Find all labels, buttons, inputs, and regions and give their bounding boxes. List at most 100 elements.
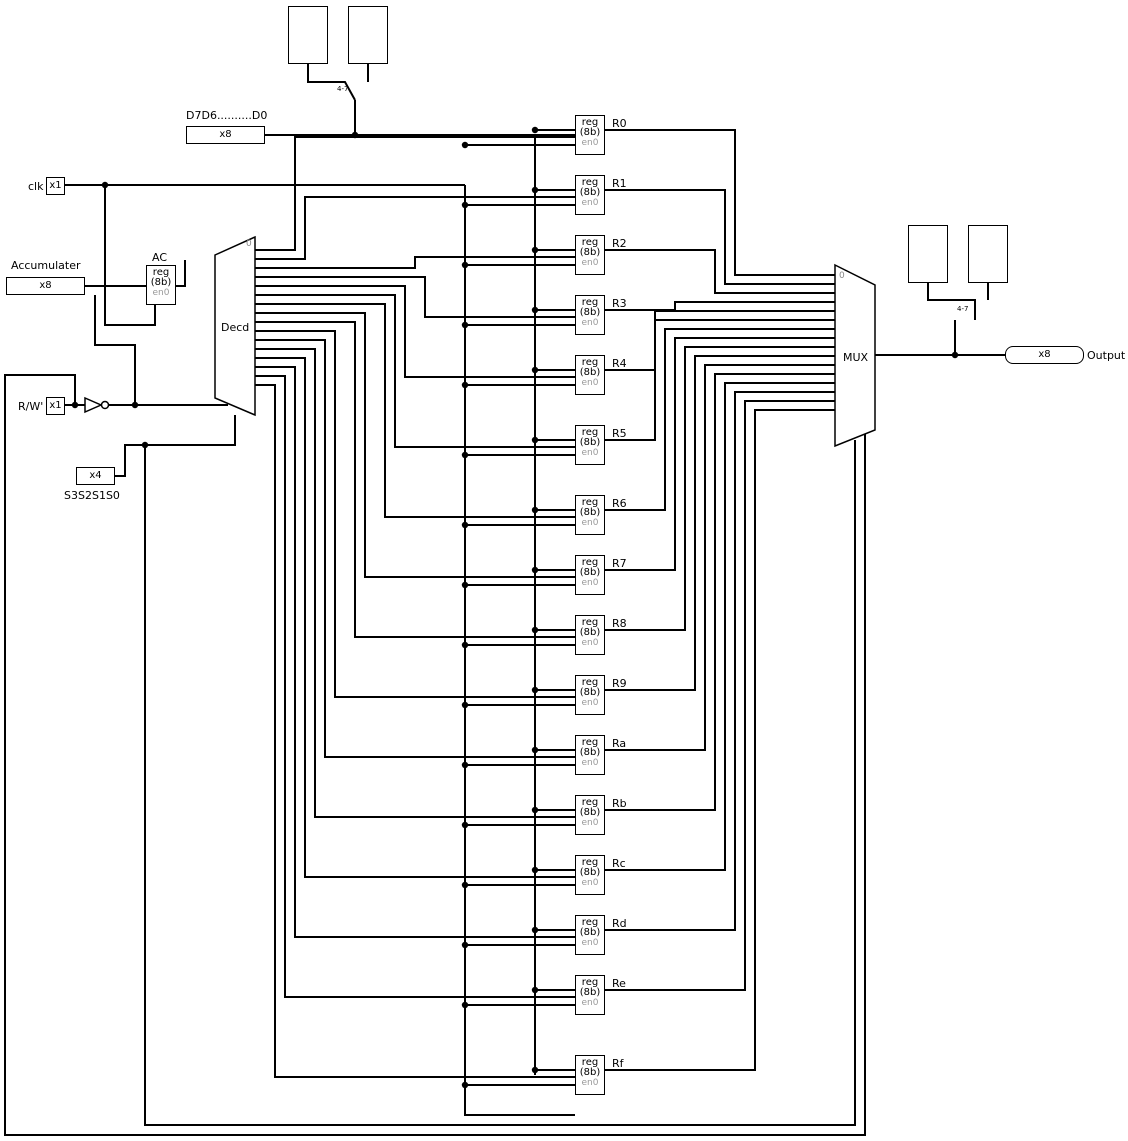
reg-type: reg bbox=[581, 797, 599, 808]
register-rd[interactable]: reg(8b)en0 bbox=[575, 915, 605, 955]
wire-junction bbox=[531, 926, 539, 934]
register-label-r8: R8 bbox=[612, 617, 627, 630]
wire-junction bbox=[461, 881, 469, 889]
ac-register[interactable]: reg (8b) en0 bbox=[146, 265, 176, 305]
clk-label: clk bbox=[28, 180, 44, 193]
wire-junction bbox=[531, 866, 539, 874]
decoder-to-reg-5 bbox=[255, 294, 575, 448]
reg-width: (8b) bbox=[579, 867, 601, 878]
register-r4[interactable]: reg(8b)en0 bbox=[575, 355, 605, 395]
register-r7[interactable]: reg(8b)en0 bbox=[575, 555, 605, 595]
register-ra[interactable]: reg(8b)en0 bbox=[575, 735, 605, 775]
register-re[interactable]: reg(8b)en0 bbox=[575, 975, 605, 1015]
register-r6[interactable]: reg(8b)en0 bbox=[575, 495, 605, 535]
register-r1[interactable]: reg(8b)en0 bbox=[575, 175, 605, 215]
reg-width: (8b) bbox=[579, 247, 601, 258]
reg-width: (8b) bbox=[579, 987, 601, 998]
reg-enable: en0 bbox=[581, 878, 599, 888]
wire-junction bbox=[531, 246, 539, 254]
wire-junction bbox=[461, 141, 469, 149]
data-input-pin[interactable]: x8 bbox=[186, 126, 265, 144]
wire-junction bbox=[531, 746, 539, 754]
wire-junction bbox=[351, 131, 359, 139]
register-rb[interactable]: reg(8b)en0 bbox=[575, 795, 605, 835]
decoder-to-reg-14 bbox=[255, 375, 575, 998]
reg-type: reg bbox=[581, 117, 599, 128]
decoder-to-reg-9 bbox=[255, 330, 575, 698]
select-input-pin[interactable]: x4 bbox=[76, 467, 115, 485]
register-rc[interactable]: reg(8b)en0 bbox=[575, 855, 605, 895]
decoder-to-reg-12 bbox=[255, 357, 575, 878]
reg-type: reg bbox=[581, 297, 599, 308]
reg-width: (8b) bbox=[579, 1067, 601, 1078]
reg-type: reg bbox=[581, 737, 599, 748]
clk-input-pin[interactable]: x1 bbox=[46, 177, 65, 195]
seven-seg-display-output-high bbox=[908, 225, 948, 283]
reg-enable: en0 bbox=[581, 1078, 599, 1088]
rw-to-mux-loop bbox=[4, 374, 866, 1136]
select-label: S3S2S1S0 bbox=[64, 489, 120, 502]
reg-to-mux-6 bbox=[605, 328, 835, 511]
register-label-rf: Rf bbox=[612, 1057, 624, 1070]
wire-junction bbox=[461, 261, 469, 269]
reg-to-mux-15 bbox=[605, 409, 835, 1071]
output-pin: x8 bbox=[1005, 346, 1084, 364]
register-r9[interactable]: reg(8b)en0 bbox=[575, 675, 605, 715]
reg-to-mux-11 bbox=[605, 373, 835, 811]
data-input-label: D7D6..........D0 bbox=[186, 109, 268, 122]
ac-reg-enable: en0 bbox=[152, 288, 170, 298]
accumulator-pin[interactable]: x8 bbox=[6, 277, 85, 295]
reg-enable: en0 bbox=[581, 698, 599, 708]
select-to-mux bbox=[144, 440, 856, 1126]
reg-type: reg bbox=[581, 177, 599, 188]
wire-junction bbox=[531, 436, 539, 444]
reg-enable: en0 bbox=[581, 758, 599, 768]
register-r5[interactable]: reg(8b)en0 bbox=[575, 425, 605, 465]
register-label-r5: R5 bbox=[612, 427, 627, 440]
splitter-label-in: 4-7 bbox=[337, 85, 349, 93]
reg-type: reg bbox=[581, 1057, 599, 1068]
seven-seg-display-output-low bbox=[968, 225, 1008, 283]
wire-junction bbox=[101, 181, 109, 189]
register-label-r9: R9 bbox=[612, 677, 627, 690]
register-label-r1: R1 bbox=[612, 177, 627, 190]
wire-junction bbox=[531, 686, 539, 694]
wire-junction bbox=[461, 761, 469, 769]
register-r3[interactable]: reg(8b)en0 bbox=[575, 295, 605, 335]
mux-block bbox=[834, 263, 876, 448]
register-r2[interactable]: reg(8b)en0 bbox=[575, 235, 605, 275]
reg-to-mux-14 bbox=[605, 400, 835, 991]
ac-reg-width: (8b) bbox=[150, 277, 172, 288]
wire-junction bbox=[461, 701, 469, 709]
seven-seg-display-input-low bbox=[348, 6, 388, 64]
mux-pin0-label: 0 bbox=[839, 271, 845, 281]
reg-width: (8b) bbox=[579, 927, 601, 938]
rw-input-pin[interactable]: x1 bbox=[46, 397, 65, 415]
accumulator-label: Accumulater bbox=[11, 259, 81, 272]
seven-seg-display-input-high bbox=[288, 6, 328, 64]
register-r0[interactable]: reg(8b)en0 bbox=[575, 115, 605, 155]
ac-reg-type: reg bbox=[152, 267, 170, 278]
decoder-to-reg-0 bbox=[255, 136, 575, 251]
wire-junction bbox=[461, 1001, 469, 1009]
reg-type: reg bbox=[581, 857, 599, 868]
ac-out bbox=[175, 260, 186, 287]
reg-to-mux-3 bbox=[605, 301, 835, 311]
decoder-pin0-label: 0 bbox=[246, 239, 252, 249]
reg-to-mux-13 bbox=[605, 391, 835, 931]
decoder-block bbox=[214, 235, 256, 417]
not-gate bbox=[84, 396, 103, 414]
register-label-rb: Rb bbox=[612, 797, 627, 810]
register-r8[interactable]: reg(8b)en0 bbox=[575, 615, 605, 655]
decoder-to-reg-2 bbox=[255, 256, 575, 269]
reg-width: (8b) bbox=[579, 807, 601, 818]
reg-enable: en0 bbox=[581, 938, 599, 948]
ac-clk bbox=[104, 185, 156, 326]
reg-enable: en0 bbox=[581, 258, 599, 268]
reg-width: (8b) bbox=[579, 627, 601, 638]
register-rf[interactable]: reg(8b)en0 bbox=[575, 1055, 605, 1095]
register-label-ra: Ra bbox=[612, 737, 627, 750]
reg-type: reg bbox=[581, 617, 599, 628]
wire-junction bbox=[531, 986, 539, 994]
